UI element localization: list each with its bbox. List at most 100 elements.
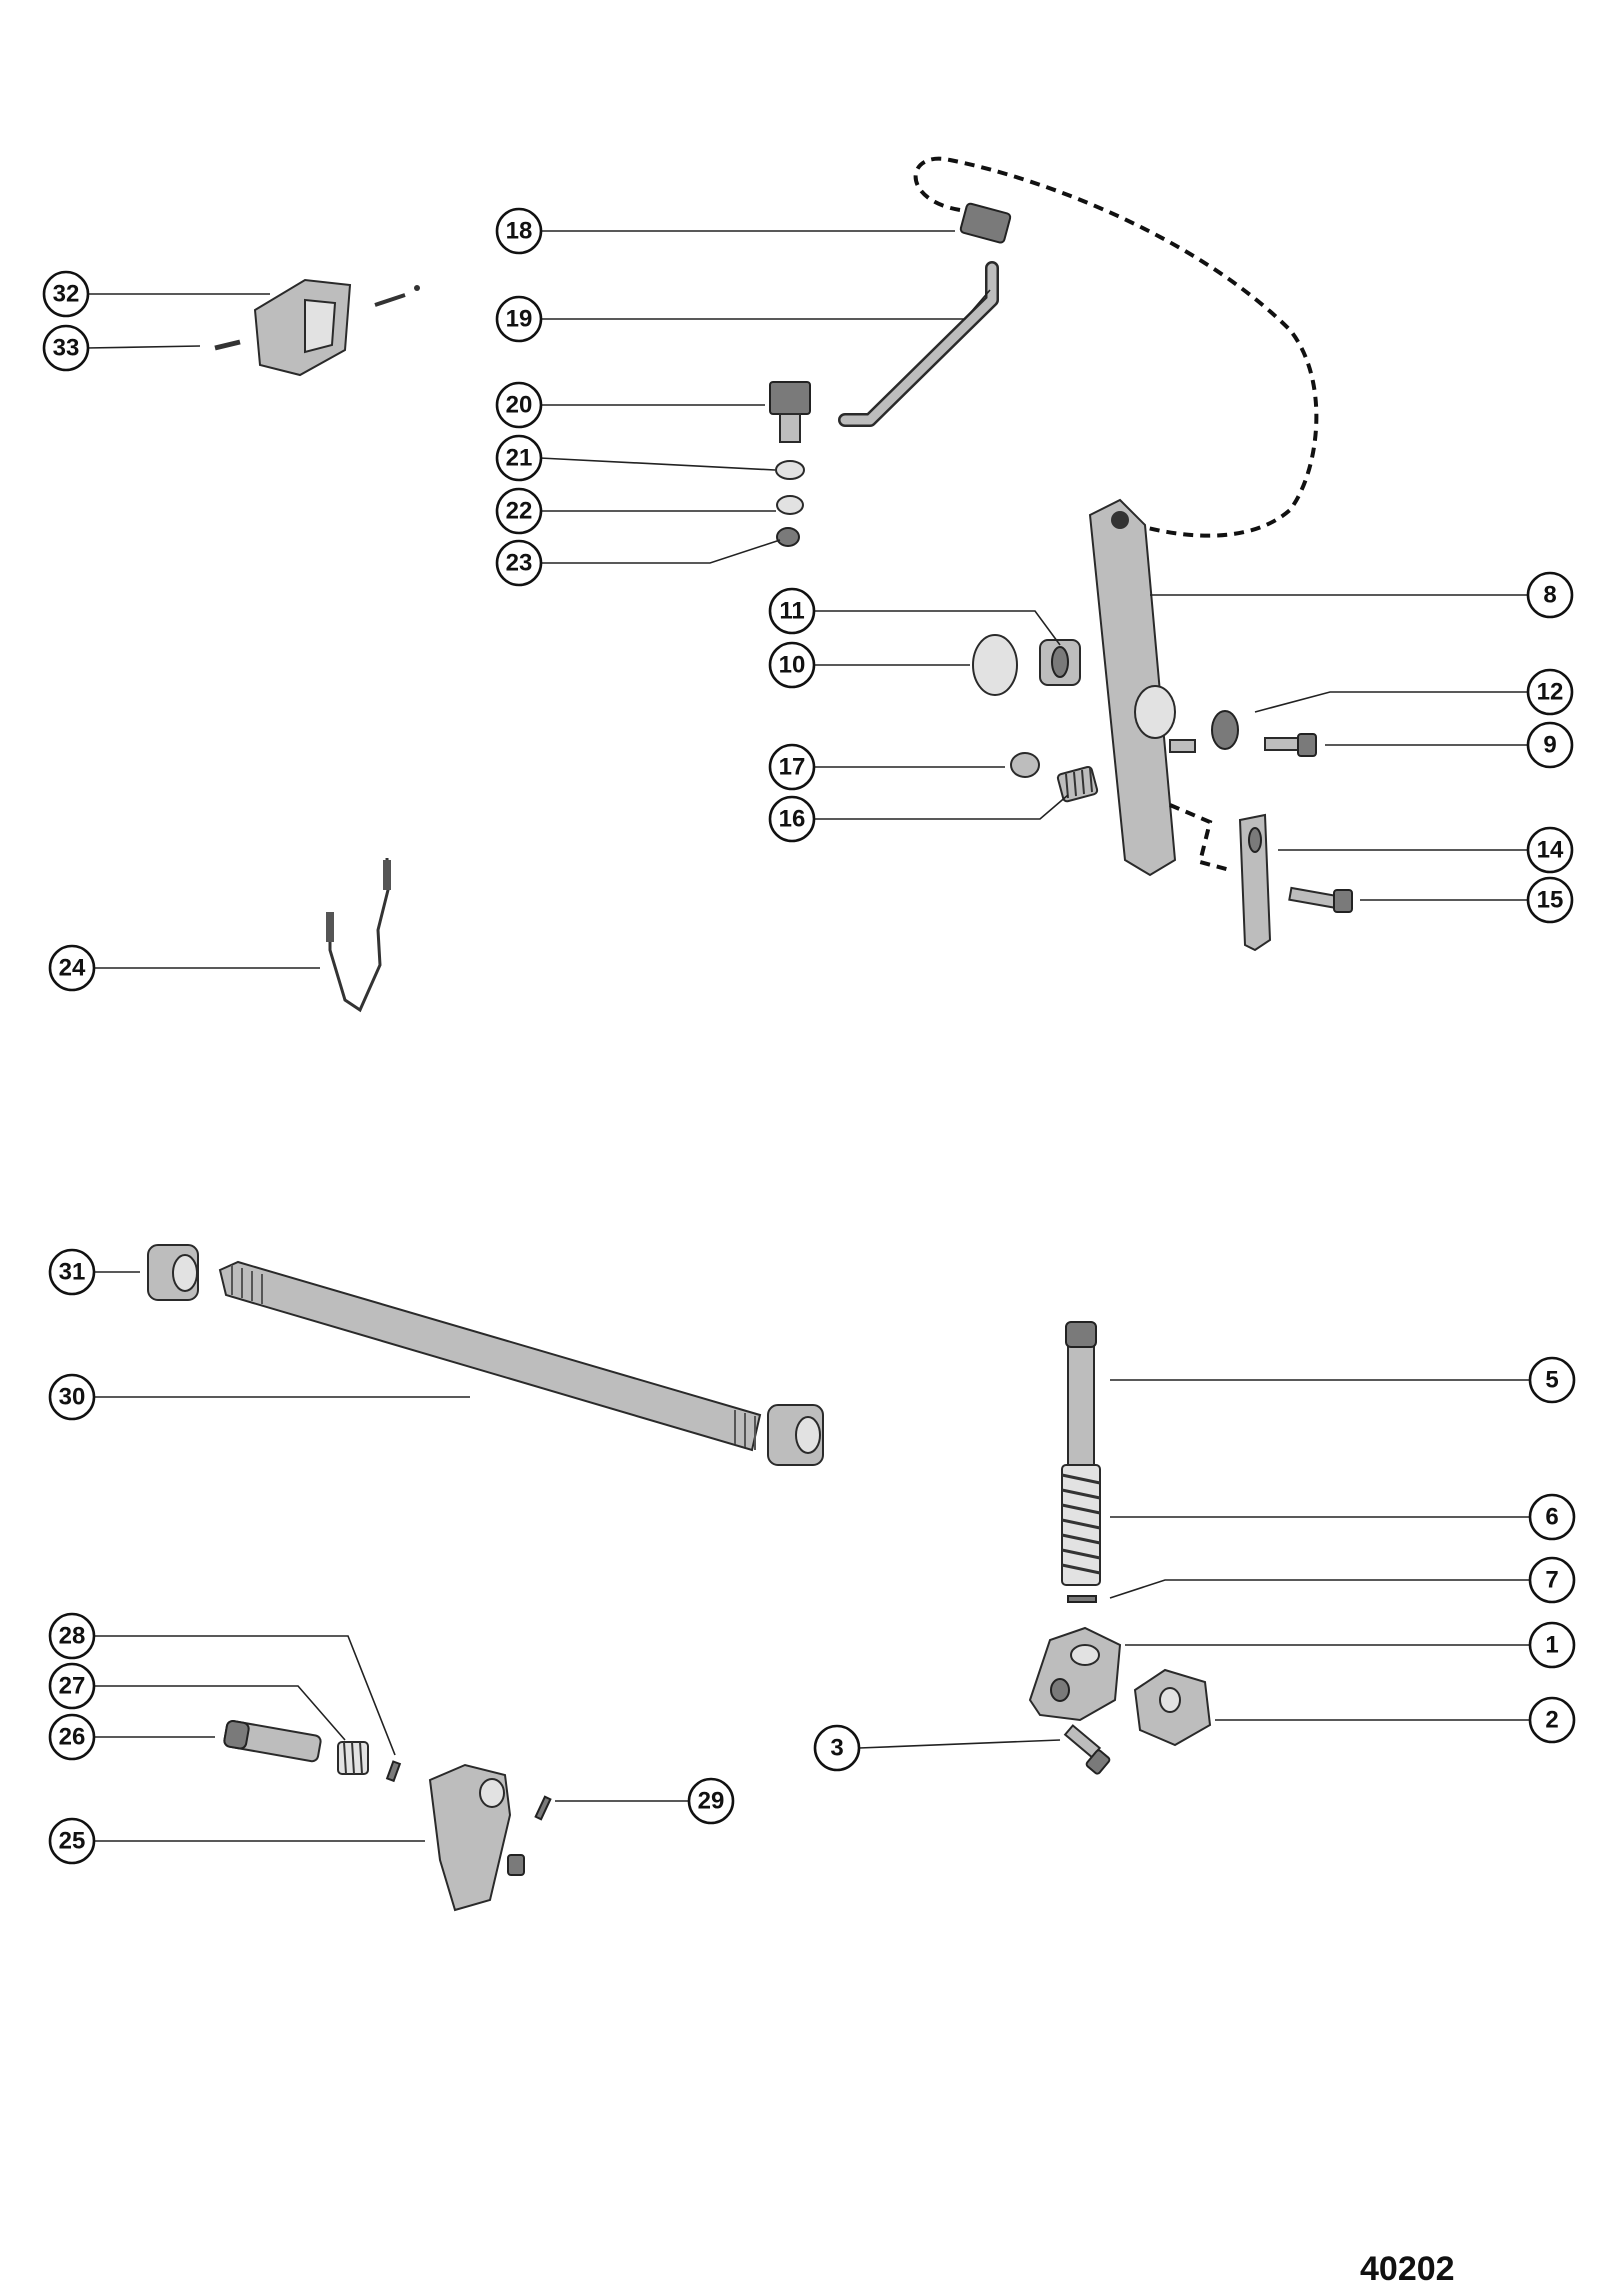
callout-24: 24 [48, 944, 96, 992]
pin-part-5 [1065, 1321, 1097, 1476]
svg-text:31: 31 [59, 1259, 86, 1286]
callout-12: 12 [1526, 668, 1574, 716]
svg-text:14: 14 [1537, 837, 1564, 864]
screw-part-3 [1063, 1724, 1111, 1775]
leader-line-21 [539, 457, 776, 471]
housing-part-1 [1028, 1626, 1122, 1722]
pin-part-29 [534, 1795, 552, 1821]
leader-line-7 [1109, 1579, 1530, 1599]
screw-part-33 [214, 339, 241, 351]
svg-text:32: 32 [53, 281, 80, 308]
svg-text:1: 1 [1545, 1632, 1558, 1659]
callout-19: 19 [495, 295, 543, 343]
callout-7: 7 [1528, 1556, 1576, 1604]
lever-part-8 [1088, 498, 1196, 877]
bearing-part-31 [147, 1244, 199, 1301]
svg-text:27: 27 [59, 1673, 86, 1700]
callout-14: 14 [1526, 826, 1574, 874]
washer-part-21 [775, 460, 805, 480]
svg-text:16: 16 [779, 806, 806, 833]
leader-line-19 [540, 289, 991, 320]
svg-text:21: 21 [506, 445, 533, 472]
svg-text:15: 15 [1537, 887, 1564, 914]
callout-17: 17 [768, 743, 816, 791]
callout-18: 18 [495, 207, 543, 255]
callout-30: 30 [48, 1373, 96, 1421]
washer-part-12 [1211, 710, 1239, 750]
svg-text:33: 33 [53, 335, 80, 362]
spring-part-6 [1061, 1464, 1101, 1586]
svg-text:3: 3 [830, 1735, 843, 1762]
leader-line-3 [858, 1739, 1061, 1749]
assembly-path-dashed [913, 156, 1319, 538]
callout-15: 15 [1526, 876, 1574, 924]
callout-22: 22 [495, 487, 543, 535]
washer-part-10 [972, 634, 1018, 696]
fitting-part-20 [769, 381, 811, 443]
pin-part-28 [385, 1760, 402, 1783]
spring-part-16 [1056, 765, 1099, 803]
screw-part-18 [959, 202, 1012, 244]
callout-21: 21 [495, 434, 543, 482]
leader-line-12 [1254, 691, 1528, 713]
callout-6: 6 [1528, 1493, 1576, 1541]
svg-text:12: 12 [1537, 679, 1564, 706]
svg-text:25: 25 [59, 1828, 86, 1855]
svg-text:2: 2 [1545, 1707, 1558, 1734]
svg-text:10: 10 [779, 652, 806, 679]
spring-part-27 [337, 1741, 369, 1775]
svg-text:28: 28 [59, 1623, 86, 1650]
wire-part-24 [326, 857, 391, 1013]
svg-text:26: 26 [59, 1724, 86, 1751]
callout-20: 20 [495, 381, 543, 429]
svg-text:8: 8 [1543, 582, 1556, 609]
screw-part-15 [1288, 886, 1353, 913]
callout-31: 31 [48, 1248, 96, 1296]
callout-5: 5 [1528, 1356, 1576, 1404]
tube-part-30 [218, 1260, 762, 1452]
washer-part-22 [776, 495, 804, 515]
svg-text:30: 30 [59, 1384, 86, 1411]
callout-9: 9 [1526, 721, 1574, 769]
svg-text:20: 20 [506, 392, 533, 419]
callout-1: 1 [1528, 1621, 1576, 1669]
svg-text:19: 19 [506, 306, 533, 333]
nut-part-23 [776, 527, 800, 547]
block-part-2 [1133, 1668, 1212, 1747]
callout-16: 16 [768, 795, 816, 843]
svg-text:5: 5 [1545, 1367, 1558, 1394]
svg-text:29: 29 [698, 1788, 725, 1815]
link-part-14 [1238, 813, 1272, 952]
callout-26: 26 [48, 1713, 96, 1761]
bearing-end-part [767, 1404, 824, 1466]
bushing-part-11 [1039, 639, 1081, 686]
pin-part-26 [223, 1719, 322, 1763]
callout-11: 11 [768, 587, 816, 635]
bracket-part-32 [253, 278, 420, 377]
leader-line-28 [95, 1635, 396, 1756]
rod-part-19 [838, 261, 999, 427]
callout-28: 28 [48, 1612, 96, 1660]
callout-32: 32 [42, 270, 90, 318]
svg-text:11: 11 [779, 598, 804, 625]
leader-line-33 [85, 345, 201, 349]
svg-text:22: 22 [506, 498, 533, 525]
callout-23: 23 [495, 539, 543, 587]
svg-text:6: 6 [1545, 1504, 1558, 1531]
callout-8: 8 [1526, 571, 1574, 619]
callout-10: 10 [768, 641, 816, 689]
svg-text:17: 17 [779, 754, 806, 781]
svg-text:18: 18 [506, 218, 533, 245]
leader-line-23 [540, 539, 781, 564]
svg-text:23: 23 [506, 550, 533, 577]
figure-number: 40202 [1360, 2250, 1455, 2288]
nut-part-17 [1010, 752, 1040, 778]
leader-line-27 [95, 1685, 346, 1741]
callout-29: 29 [687, 1777, 735, 1825]
svg-text:24: 24 [59, 955, 86, 982]
ring-part-7 [1067, 1595, 1097, 1603]
callout-3: 3 [813, 1724, 861, 1772]
link-dashed-path [1169, 803, 1231, 872]
svg-text:7: 7 [1545, 1567, 1558, 1594]
